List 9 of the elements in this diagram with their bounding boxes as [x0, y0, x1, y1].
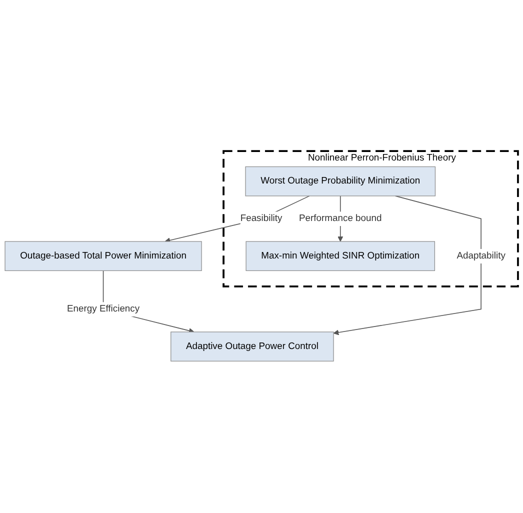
edge-label: Adaptability: [456, 250, 506, 262]
node-box: Adaptive Outage Power Control: [170, 332, 334, 362]
edge-label: Energy Efficiency: [66, 304, 140, 314]
node-box: Worst Outage Probability Minimization: [245, 166, 436, 197]
edge-label: Feasibility: [240, 213, 282, 224]
arrow: [164, 196, 310, 244]
node-box: Max-min Weighted SINR Optimization: [246, 242, 436, 272]
node-box: Outage-based Total Power Minimization: [4, 242, 202, 272]
edge-label: Performance bound: [299, 213, 382, 224]
